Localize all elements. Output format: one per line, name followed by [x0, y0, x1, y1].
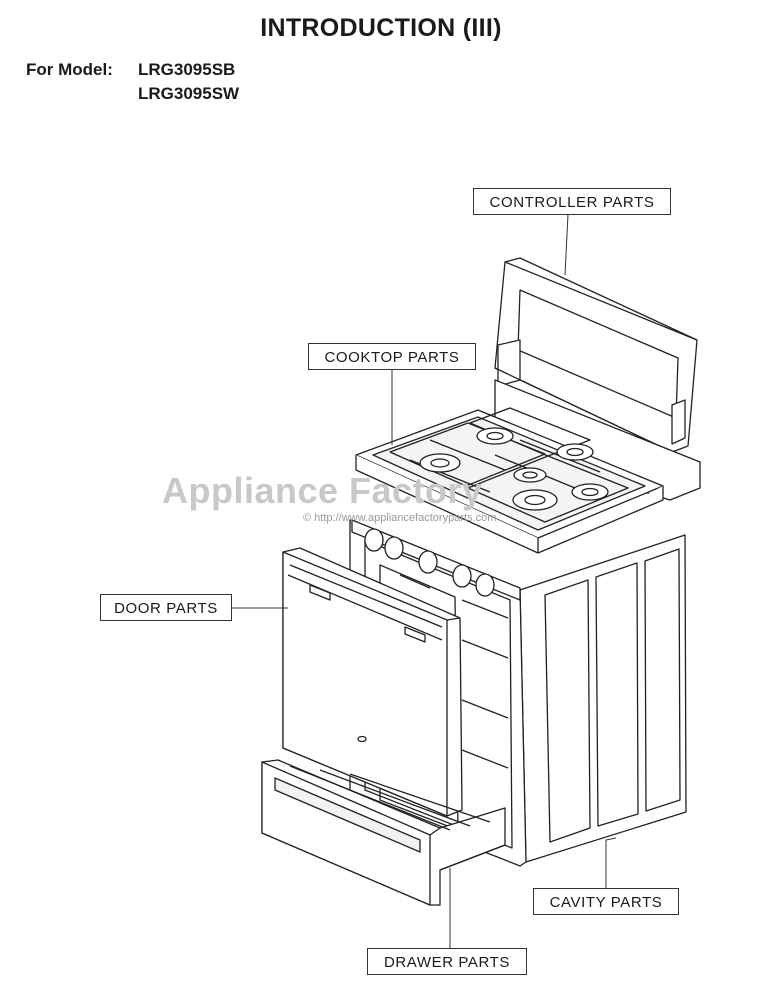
- cooktop-parts-label[interactable]: COOKTOP PARTS: [308, 343, 476, 370]
- page-title: INTRODUCTION (III): [260, 14, 502, 42]
- model-number-1: LRG3095SB: [138, 60, 236, 79]
- leader-lines: [232, 213, 617, 948]
- oven-door-drawing: [282, 547, 463, 817]
- model-label: For Model:: [26, 60, 113, 79]
- cooktop-drawing: [355, 407, 664, 554]
- watermark-text: Appliance Factory: [162, 470, 483, 511]
- storage-drawer-drawing: [261, 759, 506, 906]
- watermark-url: © http://www.appliancefactoryparts.com: [303, 512, 497, 524]
- controller-parts-label[interactable]: CONTROLLER PARTS: [473, 188, 671, 215]
- drawer-parts-label[interactable]: DRAWER PARTS: [367, 948, 527, 975]
- model-number-2: LRG3095SW: [138, 84, 240, 103]
- controller-panel-drawing: [494, 257, 698, 453]
- door-parts-label[interactable]: DOOR PARTS: [100, 594, 232, 621]
- cavity-parts-label[interactable]: CAVITY PARTS: [533, 888, 679, 915]
- control-knobs-drawing: [351, 519, 521, 601]
